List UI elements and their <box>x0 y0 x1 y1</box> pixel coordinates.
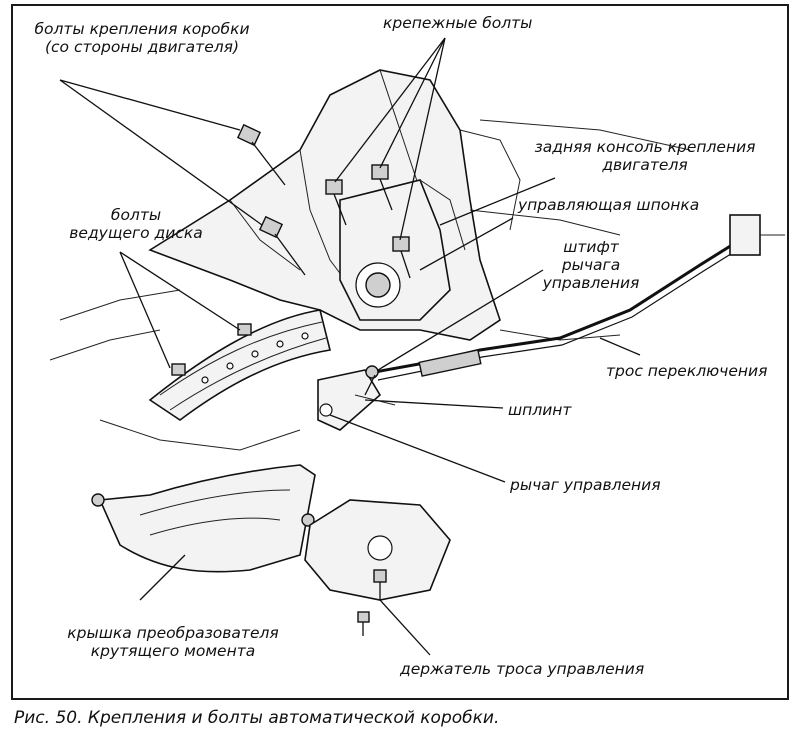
label-lever-pin: штифт рычага управления <box>532 238 650 292</box>
label-control-lever: рычаг управления <box>510 476 661 494</box>
leader-lines <box>59 37 641 656</box>
label-converter-cover: крышка преобразователя крутящего момента <box>40 624 306 660</box>
figure-caption: Рис. 50. Крепления и болты автоматическо… <box>14 708 500 728</box>
figure-frame <box>11 4 789 700</box>
label-lever-pin-line1: штифт <box>563 238 619 256</box>
label-cotter-pin: шплинт <box>508 401 572 419</box>
shift-cable <box>374 214 785 381</box>
label-transmission-bolts-line1: болты крепления коробки <box>34 20 250 38</box>
flexplate <box>148 309 331 421</box>
label-transmission-bolts-line2: (со стороны двигателя) <box>44 38 240 56</box>
mounting-bolt <box>392 236 411 279</box>
label-lever-pin-line3: управления <box>542 274 640 292</box>
converter-cover <box>91 464 316 573</box>
label-flexplate-bolts: болты ведущего диска <box>56 206 216 242</box>
mounting-bolt <box>325 179 347 226</box>
flexplate-bolt <box>171 363 186 376</box>
label-rear-mount-line1: задняя консоль крепления <box>534 138 756 156</box>
label-control-key: управляющая шпонка <box>518 196 700 214</box>
label-converter-cover-line2: крутящего момента <box>90 642 256 660</box>
label-cable-holder: держатель троса управления <box>400 660 645 678</box>
label-rear-engine-mount: задняя консоль крепления двигателя <box>520 138 770 174</box>
mounting-bolt <box>371 164 393 211</box>
label-shift-cable: трос переключения <box>606 362 768 380</box>
transmission-bolt <box>258 215 306 276</box>
transmission-bolt <box>236 123 286 186</box>
label-converter-cover-line1: крышка преобразователя <box>67 624 279 642</box>
cable-holder-bracket <box>304 499 451 636</box>
label-flexplate-bolts-line1: болты <box>110 206 162 224</box>
label-flexplate-bolts-line2: ведущего диска <box>69 224 203 242</box>
flexplate-bolt <box>237 323 252 336</box>
control-lever <box>317 365 396 431</box>
label-mounting-bolts: крепежные болты <box>383 14 533 32</box>
label-transmission-bolts: болты крепления коробки (со стороны двиг… <box>14 20 270 56</box>
label-lever-pin-line2: рычага <box>561 256 621 274</box>
label-rear-mount-line2: двигателя <box>602 156 688 174</box>
